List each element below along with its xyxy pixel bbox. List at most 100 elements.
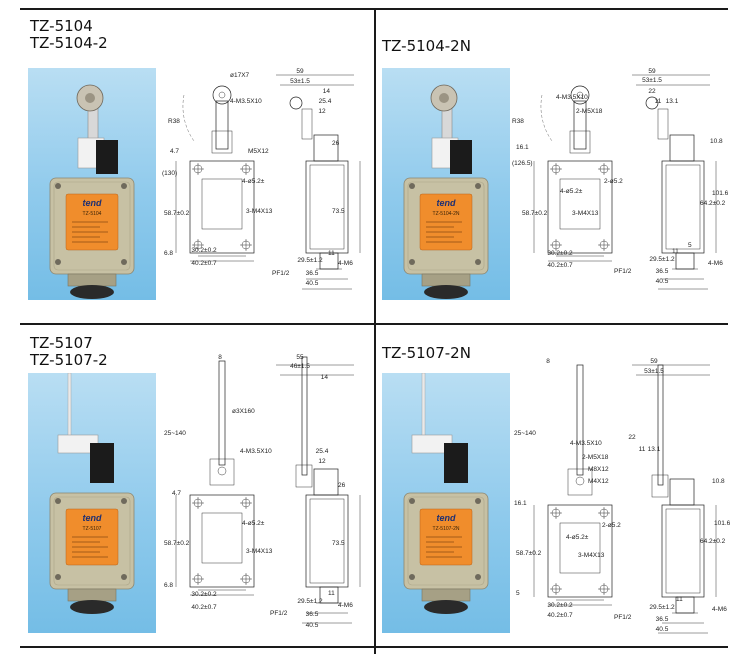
dimension-label: 40.5 [656,278,669,285]
dimension-label: 11 [655,98,662,105]
dimension-label: 12 [318,108,326,115]
dimension-label: 59 [296,68,304,75]
dimension-label: 46±1.5 [290,363,310,370]
label-brand: tend [437,198,457,208]
dimension-label: 4.7 [170,148,179,155]
dimension-label: 25.4 [319,98,332,105]
dimension-label: 11 [672,248,679,255]
dimension-label: 2-M5X18 [576,108,603,115]
dimension-label: 30.2±0.2 [191,591,217,598]
dimension-label: 12 [318,458,326,465]
model-title: TZ-5104-2N [382,37,471,55]
dimension-label: PF1/2 [270,610,288,617]
dimension-label: 2-ø5.2 [602,522,621,529]
dimension-label: 16.1 [516,144,529,151]
dimension-label: 53±1.5 [642,77,662,84]
dimension-label: 8 [546,358,550,365]
dimension-label: 13.1 [648,446,661,453]
dimension-label: 101.6 [714,520,731,527]
model-title: TZ-5104 [30,17,93,35]
dimension-label: 59 [648,68,656,75]
dimension-label: 4-M6 [712,606,727,613]
label-model: TZ-5107 [83,526,102,532]
dimension-label: 40.5 [306,622,319,629]
dimension-label: PF1/2 [272,270,290,277]
dimension-label: 64.2±0.2 [700,538,726,545]
dimension-label: R38 [512,118,524,125]
dimension-label: 4-ø5.2± [242,520,265,527]
dimension-label: 58.7±0.2 [516,550,542,557]
dimension-label: 3-M4X13 [572,210,599,217]
dimension-label: 4.7 [172,490,181,497]
dimension-label: 4-ø5.2± [242,178,265,185]
dimension-label: 36.5 [306,270,319,277]
dimension-label: 73.5 [332,208,345,215]
dimension-label: 3-M4X13 [246,208,273,215]
dimension-label: 53±1.5 [644,368,664,375]
model-title: TZ-5107-2N [382,344,471,362]
dimension-label: 40.5 [656,626,669,633]
dimension-label: 10.8 [710,138,723,145]
dimension-label: 29.5±1.2 [297,257,323,264]
dimension-label: 58.7±0.2 [164,540,190,547]
dimension-label: 4-M3.5X10 [230,98,262,105]
dimension-label: 4-M6 [338,602,353,609]
dimension-label: 22 [628,434,636,441]
dimension-label: ø17X7 [230,72,250,79]
dimension-label: 4-M6 [338,260,353,267]
dimension-label: ø3X160 [232,408,255,415]
label-brand: tend [83,198,103,208]
dimension-label: 5 [516,590,520,597]
dimension-label: PF1/2 [614,614,632,621]
dimension-label: 40.2±0.7 [547,612,573,619]
dimension-label: 11 [639,446,646,453]
dimension-label: 40.2±0.7 [191,260,217,267]
dimension-label: 30.2±0.2 [547,250,573,257]
label-model: TZ-5107-2N [433,526,460,532]
dimension-label: 8 [218,354,222,361]
dimension-label: 29.5±1.2 [649,604,675,611]
dimension-label: 101.6 [712,190,729,197]
dimension-label: 58.7±0.2 [522,210,548,217]
dimension-label: 2-ø5.2 [604,178,623,185]
dimension-label: 3-M4X13 [246,548,273,555]
dimension-label: 26 [332,140,340,147]
dimension-label: 26 [338,482,346,489]
dimension-label: 13.1 [666,98,679,105]
dimension-label: 36.5 [656,268,669,275]
label-brand: tend [83,513,103,523]
dimension-label: 4-M6 [708,260,723,267]
label-model: TZ-5104 [83,211,102,217]
dimension-label: 14 [321,374,329,381]
dimension-label: 6.8 [164,582,173,589]
dimension-label: 64.2±0.2 [700,200,726,207]
dimension-label: M5X12 [248,148,269,155]
dimension-label: 22 [648,88,656,95]
dimension-label: 59 [650,358,658,365]
dimension-label: 36.5 [656,616,669,623]
model-subtitle: TZ-5104-2 [30,34,108,52]
dimension-label: 10.8 [712,478,725,485]
dimension-label: (130) [162,170,177,177]
top-rule [20,8,728,10]
dimension-label: 25.4 [316,448,329,455]
dimension-label: 58.7±0.2 [164,210,190,217]
dimension-label: 5 [688,242,692,249]
dimension-label: 4-M3.5X10 [556,94,588,101]
dimension-label: 55 [296,354,304,361]
dimension-label: 2-M5X18 [582,454,609,461]
dimension-label: 4-M3.5X10 [570,440,602,447]
dimension-label: R38 [168,118,180,125]
dimension-label: 25~140 [164,430,186,437]
dimension-label: 36.5 [306,611,319,618]
dimension-label: 29.5±1.2 [297,598,323,605]
dimension-label: 73.5 [332,540,345,547]
